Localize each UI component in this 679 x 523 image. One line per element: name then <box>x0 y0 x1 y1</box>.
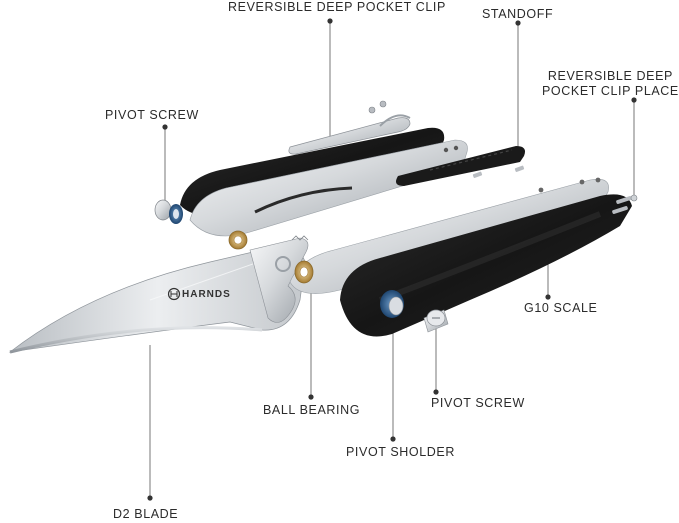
label-reversible-clip: REVERSIBLE DEEP POCKET CLIP <box>228 0 446 14</box>
label-clip-place-line1: REVERSIBLE DEEP <box>547 69 673 83</box>
label-standoff: STANDOFF <box>482 7 554 21</box>
clip-place-screws <box>612 194 638 214</box>
pivot-screw-bottom-part <box>423 309 449 333</box>
label-clip-place: REVERSIBLE DEEP POCKET CLIP PLACE <box>542 69 679 99</box>
front-g10-scale <box>340 194 632 337</box>
label-clip-place-line2: POCKET CLIP PLACE <box>542 84 679 98</box>
d2-blade-part <box>8 230 309 354</box>
brand-logo-text: HARNDS <box>182 289 231 300</box>
leader-dots <box>147 18 637 501</box>
label-d2-blade: D2 BLADE <box>113 507 179 521</box>
label-pivot-screw-bottom: PIVOT SCREW <box>431 396 525 410</box>
label-pivot-screw-top: PIVOT SCREW <box>105 108 199 122</box>
leader-lines <box>149 21 635 498</box>
back-steel-liner <box>189 139 468 237</box>
pivot-screw-top-part <box>154 199 183 224</box>
ball-bearing-part <box>294 260 314 284</box>
label-pivot-sholder: PIVOT SHOLDER <box>346 445 455 459</box>
standoff <box>396 146 525 186</box>
pocket-clip <box>288 100 411 155</box>
label-g10-scale: G10 SCALE <box>524 301 598 315</box>
label-ball-bearing: BALL BEARING <box>263 403 361 417</box>
pivot-sholder-part <box>380 290 404 318</box>
